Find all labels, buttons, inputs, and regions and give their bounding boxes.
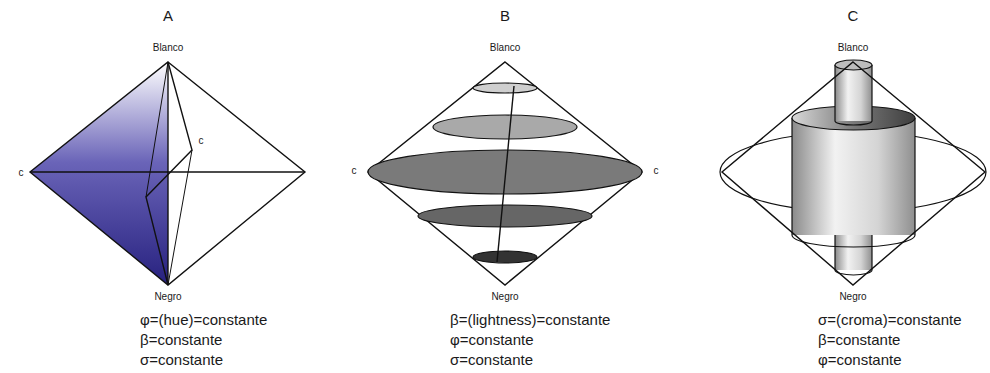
pole-label: Negro bbox=[491, 291, 518, 302]
pole-label: Blanco bbox=[153, 42, 184, 53]
formula-line: β=(lightness)=constante bbox=[450, 312, 610, 329]
formula-line: φ=constante bbox=[818, 352, 902, 369]
pole-label: Blanco bbox=[838, 42, 869, 53]
lightness-plane-diagram bbox=[368, 62, 642, 285]
formula-line: σ=constante bbox=[450, 352, 533, 369]
panel-title: B bbox=[500, 8, 510, 25]
formula-line: β=constante bbox=[140, 332, 222, 349]
pole-label: Negro bbox=[154, 291, 181, 302]
pole-label: Blanco bbox=[490, 42, 521, 53]
chroma-cylinder-diagram bbox=[720, 60, 986, 285]
hue-plane-diagram bbox=[30, 62, 305, 285]
formula-line: φ=(hue)=constante bbox=[140, 312, 267, 329]
formula-line: σ=(croma)=constante bbox=[818, 312, 962, 329]
pole-label: Negro bbox=[839, 291, 866, 302]
formula-line: σ=constante bbox=[140, 352, 223, 369]
chroma-mark: c bbox=[19, 167, 24, 178]
panel-title: C bbox=[848, 8, 859, 25]
formula-line: β=constante bbox=[818, 332, 900, 349]
chroma-mark: c bbox=[654, 165, 659, 176]
chroma-mark: c bbox=[352, 165, 357, 176]
chroma-mark: c bbox=[199, 135, 204, 146]
panel-title: A bbox=[163, 8, 173, 25]
formula-line: φ=constante bbox=[450, 332, 534, 349]
